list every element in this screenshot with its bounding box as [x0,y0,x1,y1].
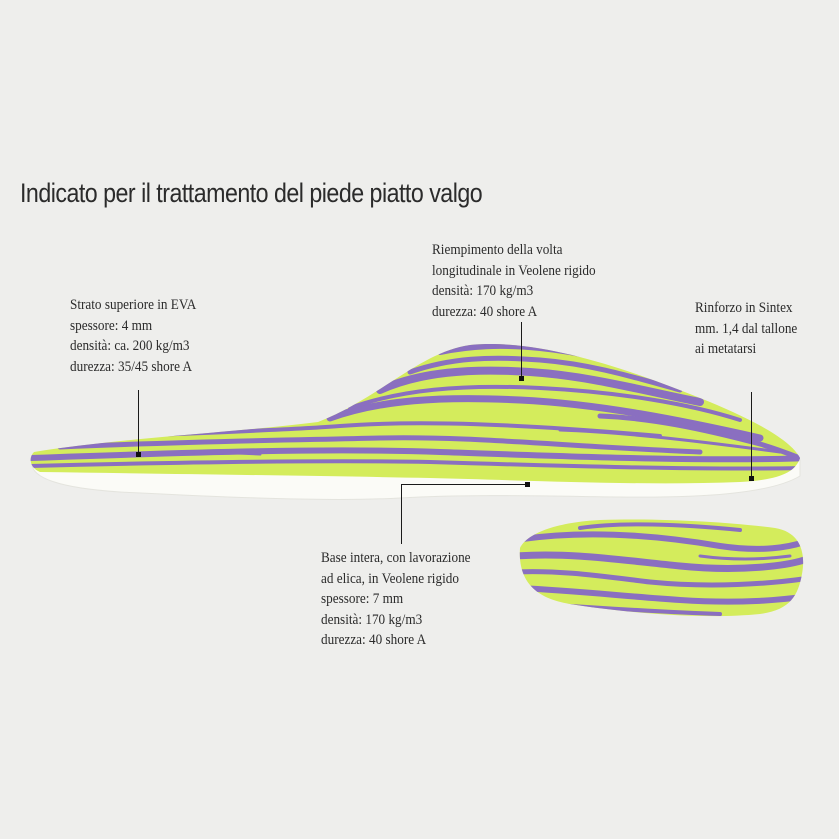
label-reinforcement: Rinforzo in Sintex mm. 1,4 dal tallone a… [695,298,797,360]
label-line: mm. 1,4 dal tallone [695,320,798,337]
label-line: spessore: 7 mm [321,591,404,607]
label-line: densità: 170 kg/m3 [432,283,534,299]
label-line: durezza: 40 shore A [432,303,538,320]
label-line: densità: ca. 200 kg/m3 [70,338,190,354]
leader-arch-fill [521,322,522,378]
insole-top-view [519,519,804,617]
label-line: Rinforzo in Sintex [695,300,793,316]
label-line: durezza: 35/45 shore A [70,358,193,375]
label-line: Riempimento della volta [432,242,563,258]
page-title: Indicato per il trattamento del piede pi… [20,178,483,208]
label-arch-fill: Riempimento della volta longitudinale in… [432,240,596,322]
label-line: Base intera, con lavorazione [321,550,471,566]
label-top-layer: Strato superiore in EVA spessore: 4 mm d… [70,295,196,377]
marker-arch-fill [519,376,524,381]
leader-reinforcement [751,392,752,478]
label-line: Strato superiore in EVA [70,297,197,313]
label-line: ad elica, in Veolene rigido [321,570,459,587]
label-line: longitudinale in Veolene rigido [432,262,596,279]
marker-top-layer [136,452,141,457]
leader-base-horizontal [401,484,526,485]
label-line: spessore: 4 mm [70,317,153,334]
marker-base [525,482,530,487]
marker-reinforcement [749,476,754,481]
leader-top-layer [138,390,139,454]
leader-base [401,484,402,544]
label-line: durezza: 40 shore A [321,632,427,648]
label-line: ai metatarsi [695,341,757,357]
label-line: densità: 170 kg/m3 [321,611,423,628]
label-base: Base intera, con lavorazione ad elica, i… [321,548,471,651]
